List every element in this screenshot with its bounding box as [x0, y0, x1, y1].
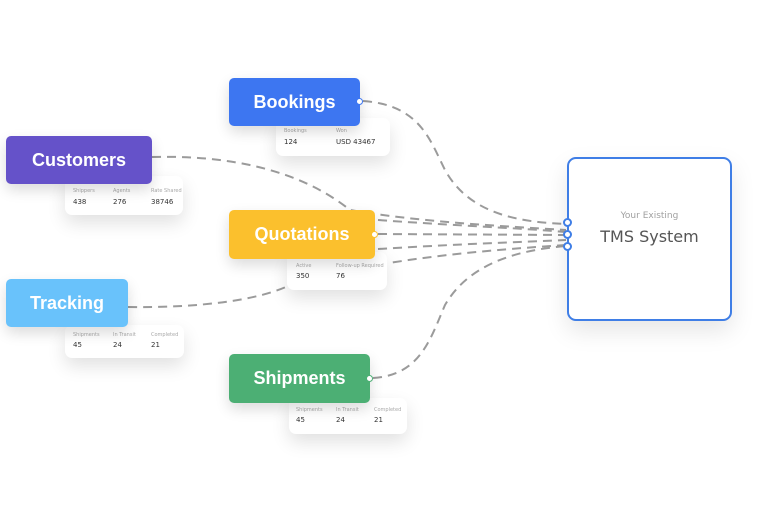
shipments-label: Shipments	[253, 368, 346, 388]
quotations-label: Quotations	[254, 224, 350, 244]
stat-label: Agents	[113, 188, 131, 194]
tms-input-port-top[interactable]	[563, 218, 572, 227]
shipments-stats-card: Shipments 45 In Transit 24 Completed 21	[289, 398, 407, 434]
connector-bookings	[362, 100, 567, 225]
quotations-output-port[interactable]	[371, 231, 378, 238]
bookings-node[interactable]: Bookings	[229, 78, 360, 126]
stat-label: In Transit	[336, 407, 359, 413]
stat-label: Shipments	[73, 332, 100, 338]
stat-value: 21	[151, 341, 160, 349]
tracking-stats-card: Shipments 45 In Transit 24 Completed 21	[65, 325, 184, 358]
stat-label: Rate Shared	[151, 188, 182, 194]
stat-value: 76	[336, 272, 345, 280]
stat-label: Completed	[151, 332, 179, 338]
stat-value: 45	[73, 341, 82, 349]
quotations-node[interactable]: Quotations	[229, 210, 375, 259]
tms-title: TMS System	[600, 227, 699, 246]
stat-value: 38746	[151, 198, 174, 206]
shipments-output-port[interactable]	[366, 375, 373, 382]
stat-label: Bookings	[284, 128, 307, 134]
stat-value: 21	[374, 416, 383, 424]
stat-label: Follow-up Required	[336, 263, 384, 269]
connector-quotations-mid	[377, 233, 567, 236]
stat-value: USD 43467	[336, 138, 376, 146]
customers-node[interactable]: Customers	[6, 136, 152, 184]
stat-value: 438	[73, 198, 87, 206]
stat-value: 24	[113, 341, 122, 349]
stat-value: 350	[296, 272, 310, 280]
tracking-node[interactable]: Tracking	[6, 279, 128, 327]
stat-label: Completed	[374, 407, 402, 413]
tms-input-port-middle[interactable]	[563, 230, 572, 239]
stat-value: 276	[113, 198, 127, 206]
stat-value: 24	[336, 416, 345, 424]
stat-value: 45	[296, 416, 305, 424]
connector-quotations-bottom	[377, 239, 567, 250]
tms-input-port-bottom[interactable]	[563, 242, 572, 251]
stat-label: Active	[296, 263, 312, 269]
tms-system-node[interactable]: Your Existing TMS System	[567, 157, 732, 321]
bookings-output-port[interactable]	[356, 98, 363, 105]
connector-customers	[151, 155, 567, 231]
connector-quotations-top	[377, 219, 567, 233]
stat-label: Shipments	[296, 407, 323, 413]
customers-label: Customers	[31, 149, 127, 170]
shipments-node[interactable]: Shipments	[229, 354, 370, 403]
bookings-label: Bookings	[253, 91, 336, 112]
tms-subtitle: Your Existing	[620, 211, 679, 221]
tracking-label: Tracking	[29, 292, 105, 313]
stat-value: 124	[284, 138, 298, 146]
stat-label: Shippers	[73, 188, 95, 194]
connector-shipments	[372, 245, 567, 379]
stat-label: Won	[336, 128, 347, 134]
stat-label: In Transit	[113, 332, 136, 338]
